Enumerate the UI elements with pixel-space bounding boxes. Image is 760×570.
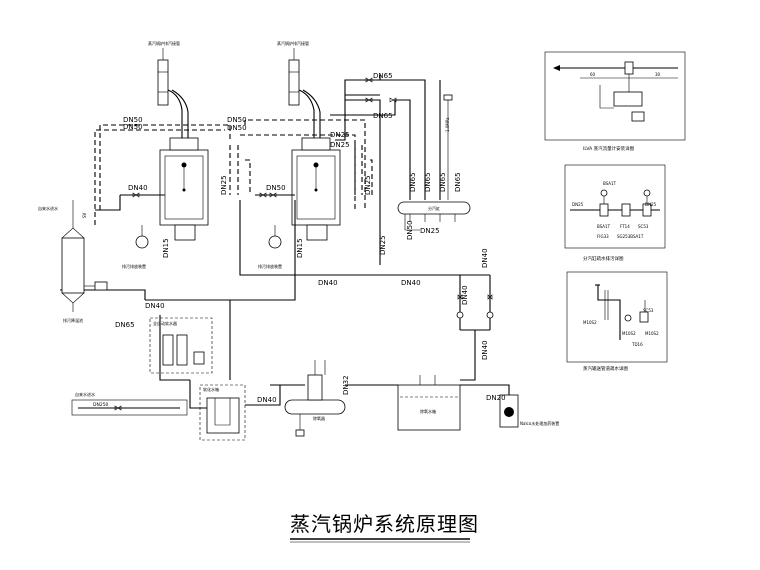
deaerated-tank-label: 除氧水箱 xyxy=(420,408,436,414)
boiler-2[interactable] xyxy=(291,137,341,241)
label-dn50-d: DN50 xyxy=(227,124,247,132)
label-dn50-a: DN50 xyxy=(123,116,143,124)
label-dn50-b: DN50 xyxy=(123,123,143,131)
nalco-label: Nalco水处理加药装置 xyxy=(520,420,559,426)
deaerator[interactable]: 除氧器 xyxy=(270,360,346,437)
boiler1-exhaust-label: 蒸汽锅炉排汽接管 xyxy=(148,40,180,46)
label-dn25-c: DN25 xyxy=(420,227,440,235)
label-dn50-e: DN50 xyxy=(266,184,286,192)
dist-sg253: SG253BSA1T xyxy=(617,234,644,239)
boiler2-exhaust-label: 蒸汽锅炉排汽接管 xyxy=(277,40,309,46)
label-dn65-mid: DN65 xyxy=(373,112,393,120)
nalco-inlet-label: 自来水进水 xyxy=(75,391,95,397)
nalco-dosing-unit[interactable]: Nalco水处理加药装置 xyxy=(460,384,559,428)
detail-panel-steam-line-drain: M10S2 M10S2 M10S2 TD16 SC53 蒸汽输送管道疏水详图 xyxy=(566,271,668,372)
softener-label: 全自动软水器 xyxy=(153,320,177,326)
distributor-caption: 分汽缸疏水排污详图 xyxy=(583,255,624,262)
label-dn40-d: DN40 xyxy=(145,302,165,310)
pressure-gauge-label: 1.0MPa xyxy=(445,117,450,132)
blowdown-tank-label: 排污降温池 xyxy=(63,317,83,323)
detail-panel-flowmeter: 60 30 ILVA 蒸汽流量计安装详图 xyxy=(544,51,686,152)
blowdown-device-2-label: 排污排放装置 xyxy=(258,263,282,269)
label-dn40-a: DN40 xyxy=(128,184,148,192)
diagram-title: 蒸汽锅炉系统原理图 xyxy=(290,512,479,536)
label-dn65-r4: DN65 xyxy=(454,172,462,192)
dist-bsa1t-top: BSA1T xyxy=(603,181,617,186)
boiler-1[interactable] xyxy=(159,137,209,241)
sub-cylinder-label: 分汽缸 xyxy=(428,205,440,211)
drain-m10s2-a: M10S2 xyxy=(583,320,597,325)
boiler2-exhaust-stack xyxy=(288,48,321,145)
pipe-size-labels: DN65 DN65 DN50 DN50 DN50 DN50 DN50 DN25 … xyxy=(93,72,506,408)
drain-m10s2-b: M10S2 xyxy=(622,331,636,336)
deaerator-label: 除氧器 xyxy=(313,415,325,421)
label-dn65-r3: DN65 xyxy=(439,172,447,192)
dist-dn25-left: DN25 xyxy=(572,202,584,207)
water-softener[interactable]: 全自动软水器 xyxy=(149,317,213,374)
label-dn40-c: DN40 xyxy=(401,279,421,287)
label-dn65-top: DN65 xyxy=(373,72,393,80)
label-dn25-e: DN25 xyxy=(220,175,228,195)
label-dn65-r1: DN65 xyxy=(409,172,417,192)
label-dn40-f: DN40 xyxy=(461,285,469,305)
soft-water-tank[interactable]: 软化水箱 xyxy=(189,380,281,441)
dashed-steam-lines xyxy=(94,119,373,225)
drain-td16: TD16 xyxy=(631,342,643,347)
detail-panel-distributor-drain: DN25 DN25 BSA1T BSA1T FT14 SC53 FIG33 SG… xyxy=(564,164,666,262)
dist-fig33: FIG33 xyxy=(597,234,609,239)
label-dn25-d: DN25 xyxy=(379,235,387,255)
drain-m10s2-c: M10S2 xyxy=(645,331,659,336)
boiler1-exhaust-stack xyxy=(157,48,189,145)
label-dn40-b: DN40 xyxy=(318,279,338,287)
main-steam-pipes xyxy=(330,75,441,200)
label-dn40-e: DN40 xyxy=(257,396,277,404)
sv-label: SV xyxy=(82,212,87,218)
dist-dn25-right: DN25 xyxy=(645,202,657,207)
label-dn15-b: DN15 xyxy=(296,238,304,258)
soft-water-tank-label: 软化水箱 xyxy=(203,386,219,392)
label-dn15-a: DN15 xyxy=(162,238,170,258)
blowdown-device-2[interactable]: 排污排放装置 xyxy=(258,225,282,269)
label-dn20: DN20 xyxy=(486,394,506,402)
flowmeter-dim-60: 60 xyxy=(590,72,596,77)
feed-water-lines xyxy=(60,194,491,381)
label-dn25-r: DN25 xyxy=(364,175,372,195)
raw-water-inlet: 自来水进水 xyxy=(71,391,188,416)
blowdown-device-1-label: 排污排放装置 xyxy=(122,263,146,269)
label-dn25-a: DN25 xyxy=(330,131,350,139)
label-dn40-g: DN40 xyxy=(481,340,489,360)
dist-ft14: FT14 xyxy=(620,224,630,229)
label-dn250: DN250 xyxy=(93,402,109,408)
dist-sc53: SC53 xyxy=(638,224,649,229)
label-dn65-lower: DN65 xyxy=(115,321,135,329)
dist-bsa1t-bottom: BSA1T xyxy=(597,224,611,229)
label-dn50-c: DN50 xyxy=(227,116,247,124)
flowmeter-caption: ILVA 蒸汽流量计安装详图 xyxy=(583,145,635,152)
blowdown-device-1[interactable]: 排污排放装置 xyxy=(122,225,149,269)
steam-distributor[interactable]: 分汽缸 1.0MPa xyxy=(397,94,471,231)
label-dn40-h: DN40 xyxy=(481,248,489,268)
steam-line-drain-caption: 蒸汽输送管道疏水详图 xyxy=(583,365,628,372)
drain-sc53: SC53 xyxy=(643,308,654,313)
flowmeter-dim-30: 30 xyxy=(655,72,661,77)
valve-symbols[interactable] xyxy=(132,77,494,319)
left-blowdown-vessel[interactable]: SV 自来水进水 排污降温池 xyxy=(38,200,108,323)
label-dn50-r: DN50 xyxy=(406,220,414,240)
raw-water-label: 自来水进水 xyxy=(38,205,58,211)
label-dn32: DN32 xyxy=(342,375,350,395)
label-dn65-r2: DN65 xyxy=(424,172,432,192)
deaerated-water-tank[interactable]: 除氧水箱 xyxy=(345,375,461,431)
label-dn25-b: DN25 xyxy=(330,141,350,149)
